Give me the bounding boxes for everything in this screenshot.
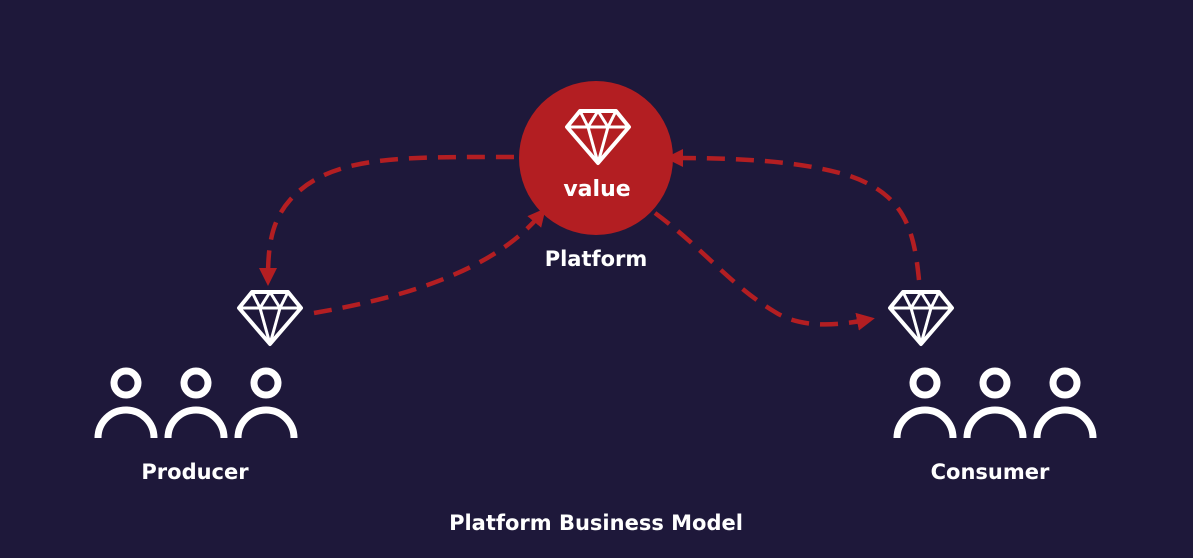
platform-value-text: value [563, 177, 630, 202]
arrow-platform-to-producer [259, 154, 515, 286]
arrow-platform-to-consumer [653, 211, 875, 331]
producer-label: Producer [141, 460, 249, 484]
platform-label: Platform [545, 247, 648, 271]
diagram-caption: Platform Business Model [449, 511, 743, 535]
consumer-label: Consumer [931, 460, 1050, 484]
arrow-producer-to-platform [313, 208, 546, 316]
platform-node: value [519, 81, 673, 235]
arrow-consumer-to-platform [665, 149, 922, 281]
consumer-group: Consumer [888, 290, 1093, 484]
producer-group: Producer [98, 290, 303, 484]
